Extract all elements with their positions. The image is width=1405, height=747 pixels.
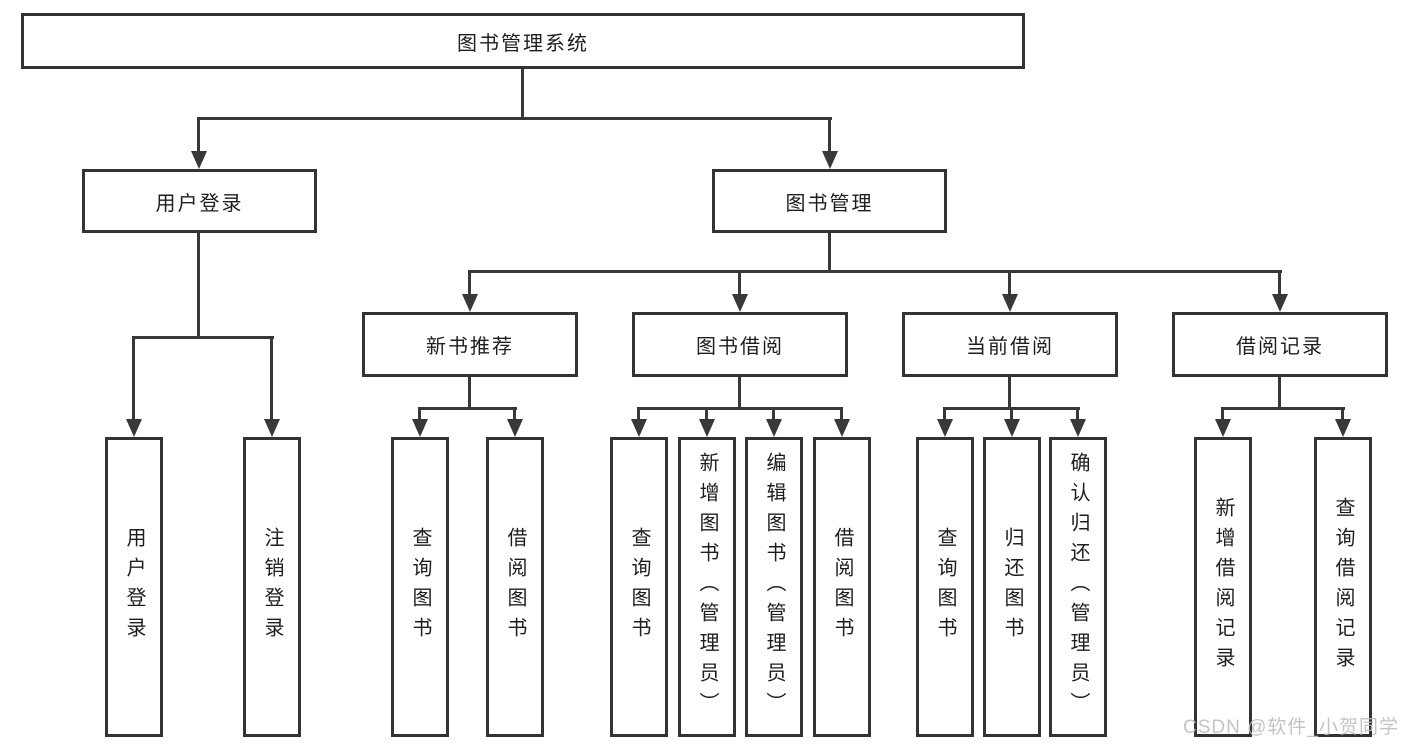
node-library-system: 图书管理系统 — [21, 13, 1025, 69]
arrow-down-icon — [191, 151, 207, 169]
leaf-label: 借阅图书 — [831, 527, 853, 647]
connector-line — [197, 117, 200, 153]
leaf-query-book-recommend: 查询图书 — [391, 437, 449, 737]
connector-line — [1341, 407, 1344, 421]
connector-line — [828, 233, 831, 273]
arrow-down-icon — [412, 419, 428, 437]
watermark: CSDN @软件_小贺同学 — [1183, 717, 1399, 738]
connector-line — [132, 336, 135, 421]
connector-line — [270, 336, 273, 421]
connector-line — [1278, 377, 1281, 410]
leaf-logout: 注销登录 — [243, 437, 301, 737]
connector-line — [521, 69, 524, 117]
connector-line — [1010, 407, 1013, 421]
connector-line — [468, 377, 471, 410]
connector-line — [1278, 270, 1281, 296]
connector-line — [1008, 377, 1011, 410]
arrow-down-icon — [1335, 419, 1351, 437]
connector-line — [705, 407, 708, 421]
leaf-label: 借阅图书 — [504, 527, 526, 647]
connector-line — [637, 407, 843, 410]
connector-line — [468, 270, 471, 296]
connector-line — [772, 407, 775, 421]
arrow-down-icon — [462, 294, 478, 312]
connector-line — [943, 407, 946, 421]
connector-line — [513, 407, 516, 421]
connector-line — [1221, 407, 1345, 410]
leaf-label: 用户登录 — [123, 527, 145, 647]
leaf-label: 新增借阅记录 — [1212, 497, 1234, 677]
leaf-query-book-current: 查询图书 — [916, 437, 974, 737]
leaf-user-login: 用户登录 — [105, 437, 163, 737]
node-book-management: 图书管理 — [712, 169, 947, 233]
arrow-down-icon — [264, 419, 280, 437]
leaf-label: 归还图书 — [1001, 527, 1023, 647]
leaf-label: 查询图书 — [934, 527, 956, 647]
leaf-add-book-admin: 新增图书（管理员） — [678, 437, 736, 737]
arrow-down-icon — [507, 419, 523, 437]
leaf-query-borrow-record: 查询借阅记录 — [1314, 437, 1372, 737]
leaf-label: 查询借阅记录 — [1332, 497, 1354, 677]
connector-line — [738, 377, 741, 410]
leaf-label: 查询图书 — [409, 527, 431, 647]
node-borrow-record: 借阅记录 — [1172, 312, 1388, 377]
connector-line — [1076, 407, 1079, 421]
leaf-borrow-book: 借阅图书 — [813, 437, 871, 737]
leaf-label: 确认归还（管理员） — [1067, 452, 1089, 722]
leaf-query-book-borrow: 查询图书 — [610, 437, 668, 737]
connector-line — [840, 407, 843, 421]
arrow-down-icon — [822, 151, 838, 169]
leaf-label: 查询图书 — [628, 527, 650, 647]
arrow-down-icon — [834, 419, 850, 437]
connector-line — [1221, 407, 1224, 421]
connector-line — [828, 117, 831, 153]
leaf-label: 注销登录 — [261, 527, 283, 647]
arrow-down-icon — [766, 419, 782, 437]
node-new-book-recommend: 新书推荐 — [362, 312, 578, 377]
connector-line — [418, 407, 421, 421]
arrow-down-icon — [732, 294, 748, 312]
arrow-down-icon — [1215, 419, 1231, 437]
connector-line — [468, 270, 1282, 273]
node-current-borrow: 当前借阅 — [902, 312, 1118, 377]
leaf-edit-book-admin: 编辑图书（管理员） — [745, 437, 803, 737]
connector-line — [738, 270, 741, 296]
leaf-confirm-return-admin: 确认归还（管理员） — [1049, 437, 1107, 737]
connector-line — [132, 336, 274, 339]
leaf-return-book: 归还图书 — [983, 437, 1041, 737]
arrow-down-icon — [1070, 419, 1086, 437]
node-book-borrow: 图书借阅 — [632, 312, 848, 377]
arrow-down-icon — [1004, 419, 1020, 437]
connector-line — [197, 233, 200, 339]
arrow-down-icon — [1272, 294, 1288, 312]
node-user-login: 用户登录 — [82, 169, 317, 233]
leaf-label: 新增图书（管理员） — [696, 452, 718, 722]
connector-line — [1008, 270, 1011, 296]
arrow-down-icon — [631, 419, 647, 437]
connector-line — [197, 117, 832, 120]
arrow-down-icon — [699, 419, 715, 437]
arrow-down-icon — [1002, 294, 1018, 312]
leaf-add-borrow-record: 新增借阅记录 — [1194, 437, 1252, 737]
connector-line — [637, 407, 640, 421]
leaf-label: 编辑图书（管理员） — [763, 452, 785, 722]
connector-line — [418, 407, 517, 410]
arrow-down-icon — [937, 419, 953, 437]
leaf-borrow-book-recommend: 借阅图书 — [486, 437, 544, 737]
arrow-down-icon — [126, 419, 142, 437]
